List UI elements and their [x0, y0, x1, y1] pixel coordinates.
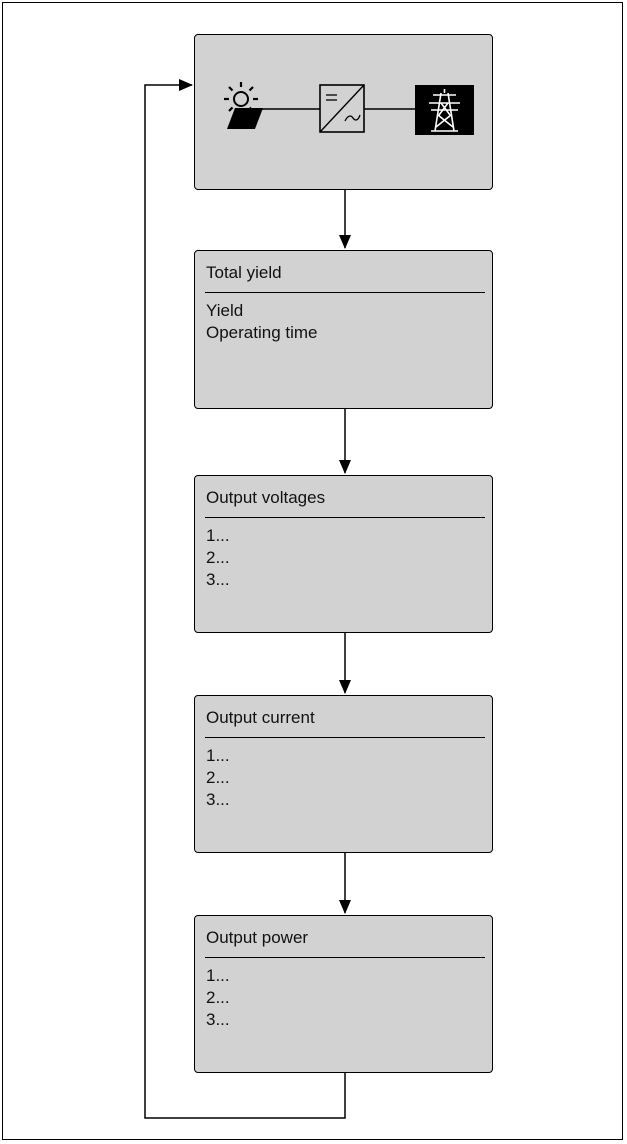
title-divider: [205, 957, 485, 958]
menu-box-items: 1... 2... 3...: [206, 965, 230, 1031]
menu-box-item: 2...: [206, 548, 230, 567]
menu-box-output-voltages: Output voltages 1... 2... 3...: [194, 475, 493, 633]
inverter-dc-ac-icon: [319, 84, 365, 133]
menu-box-title: Output current: [206, 708, 315, 727]
menu-box-item: 1...: [206, 526, 230, 545]
status-screen-box: [194, 34, 493, 190]
menu-box-item: 3...: [206, 1010, 230, 1029]
menu-box-items: Yield Operating time: [206, 300, 318, 344]
menu-box-item: 2...: [206, 768, 230, 787]
menu-box-total-yield: Total yield Yield Operating time: [194, 250, 493, 409]
menu-box-item: Operating time: [206, 323, 318, 342]
title-divider: [205, 737, 485, 738]
menu-box-title: Output power: [206, 928, 309, 947]
sun-pv-module-icon: [224, 82, 263, 129]
menu-box-item: 3...: [206, 790, 230, 809]
menu-box-items: 1... 2... 3...: [206, 525, 230, 591]
menu-box-item: 1...: [206, 746, 230, 765]
title-divider: [205, 517, 485, 518]
arrow-loop-back-to-status: [144, 79, 346, 1119]
grid-pylon-icon: [415, 85, 474, 135]
status-icon-strip: [224, 82, 474, 135]
menu-box-title: Output voltages: [206, 488, 326, 507]
menu-box-item: 2...: [206, 988, 230, 1007]
menu-box-output-current: Output current 1... 2... 3...: [194, 695, 493, 853]
menu-box-item: 1...: [206, 966, 230, 985]
menu-box-items: 1... 2... 3...: [206, 745, 230, 811]
menu-box-output-power: Output power 1... 2... 3...: [194, 915, 493, 1073]
title-divider: [205, 292, 485, 293]
menu-box-title: Total yield: [206, 263, 282, 282]
menu-box-item: Yield: [206, 301, 244, 320]
menu-box-item: 3...: [206, 570, 230, 589]
